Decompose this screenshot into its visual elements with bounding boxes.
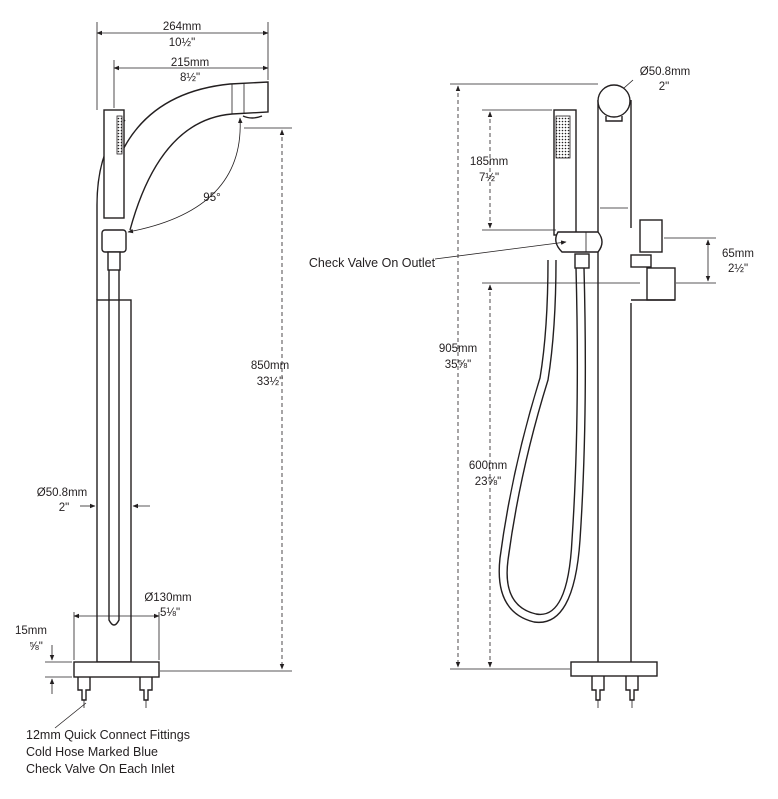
left-inlet-2 [139,677,153,701]
right-faucet-view: Ø50.8mm 2" 185mm 7½" 65mm 2½" 905mm 35⅝"… [309,66,754,708]
right-spout-outlet [605,116,623,122]
dim-valve-height-mm: 65mm [722,248,754,260]
note-check-valve: Check Valve On Each Inlet [26,762,175,776]
left-handshower-cradle [101,229,127,253]
note-cold-hose: Cold Hose Marked Blue [26,745,158,759]
right-inlet-1 [591,676,605,701]
right-hose [506,259,579,616]
dim-top-diameter-leader [623,79,634,89]
right-inlet-2 [625,676,639,701]
dim-spout-reach-mm: 215mm [171,57,209,69]
dim-angle-label: 95° [203,192,220,204]
right-hose-connector [574,253,590,269]
note-quick-connect: 12mm Quick Connect Fittings [26,728,190,742]
dim-hose-height-in: 23⅝" [475,476,501,488]
dim-spout-reach-in: 8½" [180,72,200,84]
right-valve-upper [639,219,663,253]
left-hose-connector [107,251,121,271]
dim-overall-width-in: 10½" [169,37,195,49]
dim-height-mm: 850mm [251,360,289,372]
check-valve-leader [434,240,567,260]
dim-overall-height-in: 35⅝" [445,359,471,371]
left-handshower-spray-face [116,115,123,155]
dim-angle-arc [127,117,243,234]
right-spout-top [597,84,631,118]
right-base-plate [570,661,658,677]
dim-base-diameter-mm: Ø130mm [144,592,191,604]
dim-base-height-mm: 15mm [15,625,47,637]
dim-height-in: 33½" [257,376,283,388]
dim-handshower-length-in: 7½" [479,172,499,184]
left-body-column [96,299,132,663]
notes-leader [54,702,87,729]
left-base-plate [73,661,160,678]
right-body-column [597,100,632,662]
dim-base-diameter-in: 5⅛" [160,607,180,619]
left-spout [104,81,269,231]
right-handshower-cradle [555,231,603,253]
dim-base-height-in: ⅝" [29,641,43,653]
left-aerator [242,115,263,119]
dim-body-diameter-in: 2" [59,502,69,514]
right-valve-body [630,254,652,268]
dim-valve-height-in: 2½" [728,263,748,275]
dim-overall-height-mm: 905mm [439,343,477,355]
dim-overall-width-mm: 264mm [163,21,201,33]
dim-top-diameter-mm: Ø50.8mm [640,66,691,78]
left-faucet-view: 264mm 10½" 215mm 8½" 95° 850mm 33½" Ø50.… [15,21,292,729]
check-valve-label: Check Valve On Outlet [309,256,436,270]
dim-hose-height-mm: 600mm [469,460,507,472]
left-hose [108,270,120,626]
dim-top-diameter-in: 2" [659,81,669,93]
dim-handshower-length-mm: 185mm [470,156,508,168]
dim-body-diameter-mm: Ø50.8mm [37,487,88,499]
right-handshower-spray-face [555,115,571,159]
left-inlet-1 [77,677,91,701]
right-valve-lever [646,267,676,301]
